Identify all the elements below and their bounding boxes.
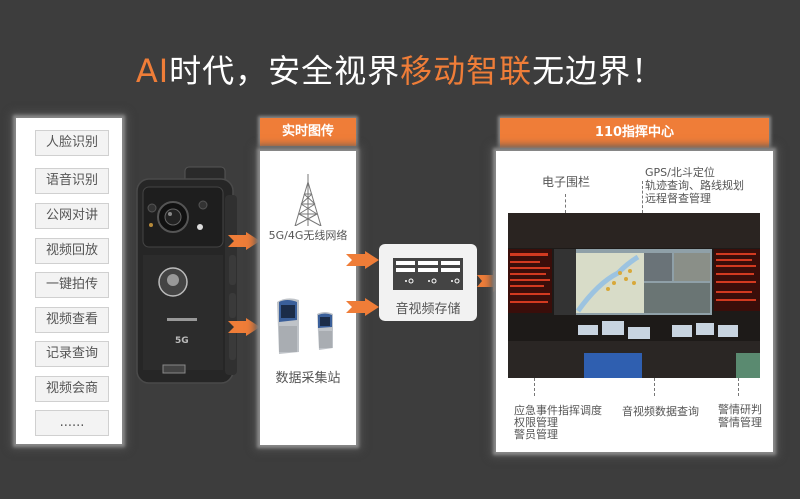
arrow-device-to-network (228, 232, 260, 250)
title-ai: AI (135, 52, 170, 90)
network-label: 5G/4G无线网络 (268, 229, 348, 242)
label-dispatch-2: 权限管理 (514, 416, 558, 429)
feature-video-playback[interactable]: 视频回放 (35, 238, 109, 264)
feature-video-view[interactable]: 视频查看 (35, 307, 109, 333)
server-rack-icon (393, 258, 463, 290)
label-av-query: 音视频数据查询 (622, 405, 699, 418)
svg-text:5G: 5G (175, 336, 189, 346)
storage-label: 音视频存储 (395, 302, 461, 317)
label-gps-1: GPS/北斗定位 (645, 166, 715, 179)
connector-fence (565, 194, 566, 213)
label-fence: 电子围栏 (542, 175, 591, 189)
feature-voice-recognition[interactable]: 语音识别 (35, 168, 109, 194)
title-highlight: 移动智联 (400, 52, 533, 90)
feature-video-conference[interactable]: 视频会商 (35, 376, 109, 402)
center-header: 110指挥中心 (500, 118, 769, 148)
title-segment-2: 无边界！ (532, 52, 665, 90)
connector-gps (642, 181, 643, 213)
feature-face-recognition[interactable]: 人脸识别 (35, 130, 109, 156)
connector-query (654, 378, 655, 396)
label-dispatch-3: 警员管理 (514, 428, 558, 441)
page-title: AI时代，安全视界移动智联无边界！ (0, 46, 800, 92)
title-segment-1: 时代，安全视界 (169, 52, 401, 90)
connector-dispatch (534, 378, 535, 396)
feature-public-intercom[interactable]: 公网对讲 (35, 203, 109, 229)
transmit-header: 实时图传 (260, 118, 356, 146)
arrow-network-to-storage (346, 251, 379, 269)
data-station-icon (277, 298, 333, 354)
arrow-station-to-storage (346, 298, 379, 316)
storage-box: 音视频存储 (379, 244, 477, 321)
label-intel-1: 警情研判 (718, 403, 762, 416)
command-center-panel: 电子围栏 GPS/北斗定位 轨迹查询、路线规划 远程督查管理 (496, 151, 773, 452)
label-gps-2: 轨迹查询、路线规划 (645, 179, 744, 192)
cell-tower-icon (294, 174, 322, 226)
command-center-photo (508, 213, 760, 378)
body-camera-device: 5G (133, 165, 243, 387)
station-label: 数据采集站 (275, 371, 341, 386)
label-gps-3: 远程督查管理 (645, 192, 711, 205)
feature-record-query[interactable]: 记录查询 (35, 341, 109, 367)
label-dispatch-1: 应急事件指挥调度 (514, 404, 602, 417)
feature-more[interactable]: ...... (35, 410, 109, 436)
features-panel: 人脸识别 语音识别 公网对讲 视频回放 一键拍传 视频查看 记录查询 视频会商 … (16, 118, 122, 444)
connector-intel (738, 378, 739, 396)
feature-one-key-upload[interactable]: 一键拍传 (35, 272, 109, 298)
label-intel-2: 警情管理 (718, 416, 762, 429)
arrow-device-to-station (228, 318, 260, 336)
transmit-panel: 5G/4G无线网络 数据采集站 (260, 151, 356, 445)
